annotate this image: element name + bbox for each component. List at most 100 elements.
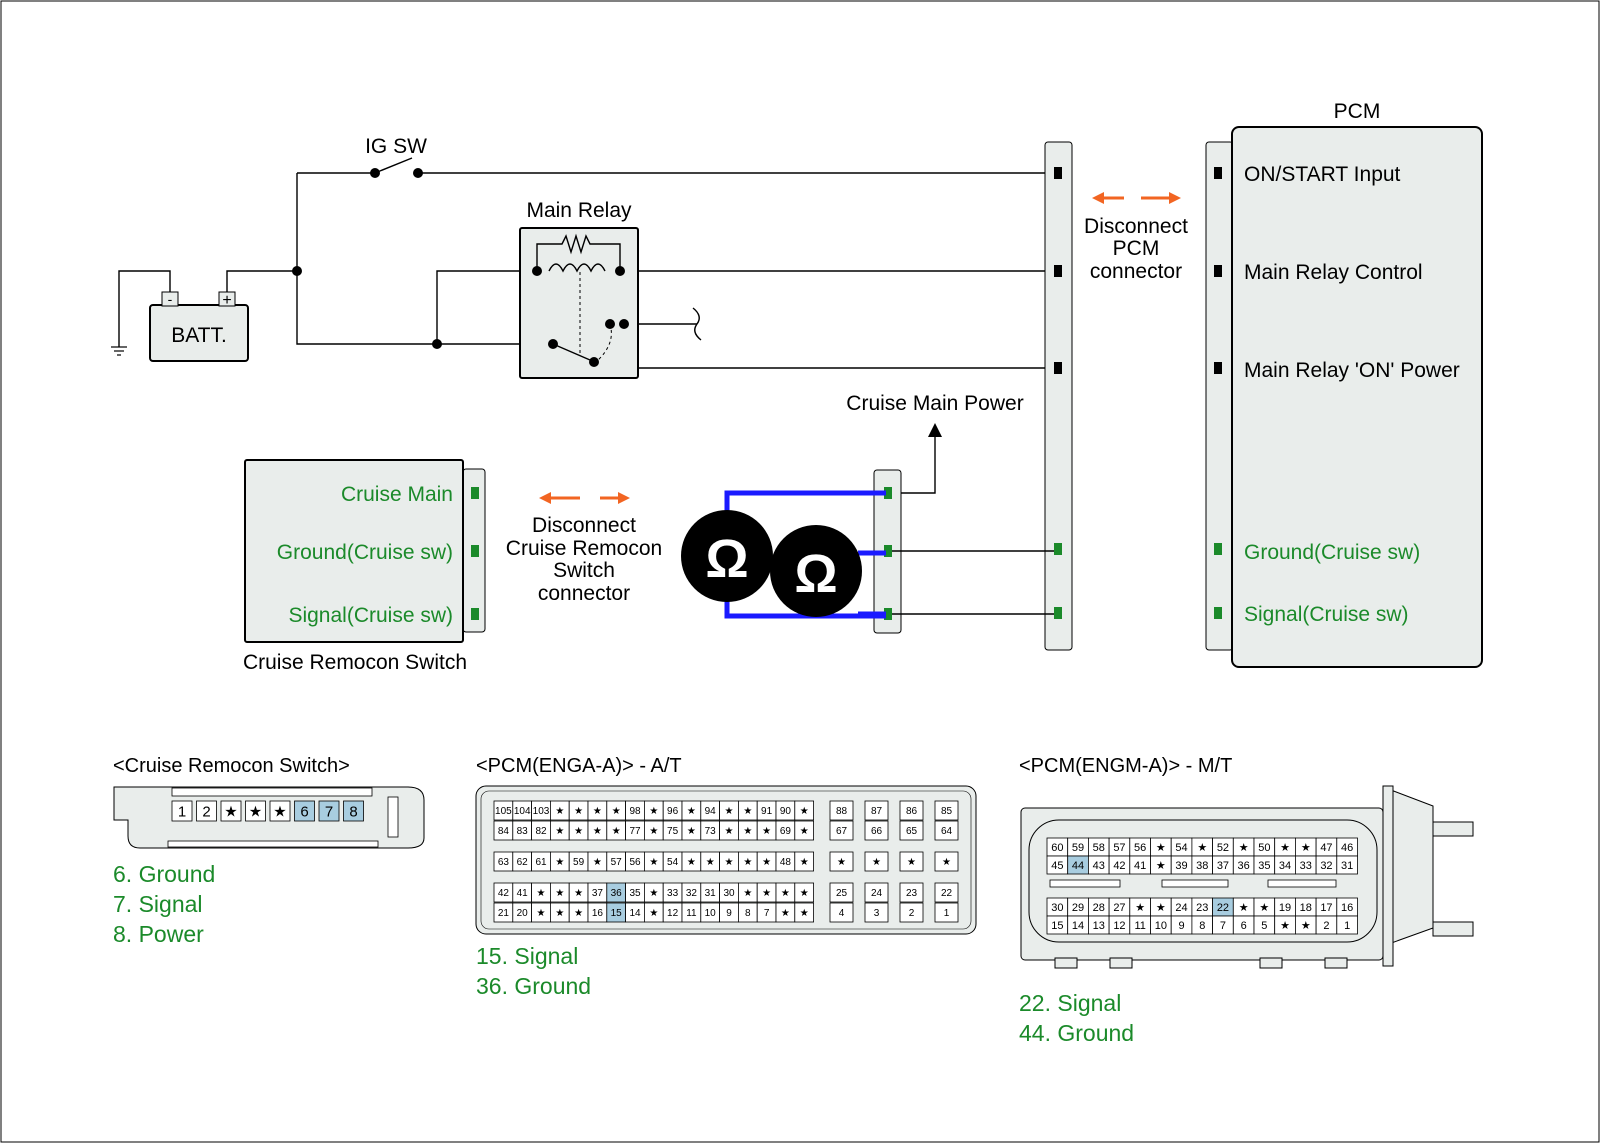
engm-pin: 46 <box>1341 842 1353 854</box>
enga-pin: ★ <box>555 908 564 919</box>
enga-pin: ★ <box>574 806 583 817</box>
enga-pin: ★ <box>555 806 564 817</box>
engm-pin: 11 <box>1134 920 1145 932</box>
engm-pin: 57 <box>1113 842 1125 854</box>
remocon-legend-ground: 6. Ground <box>113 861 215 887</box>
enga-pin: ★ <box>743 888 752 899</box>
engm-pin: 16 <box>1341 902 1353 914</box>
enga-pin: 98 <box>629 806 641 817</box>
engm-pin: 36 <box>1238 860 1250 872</box>
remocon-pin-8: 8 <box>349 803 357 820</box>
engm-legend-ground: 44. Ground <box>1019 1020 1134 1046</box>
engm-pin: 17 <box>1320 902 1332 914</box>
engm-pin: 10 <box>1155 920 1167 932</box>
remocon-legend-power: 8. Power <box>113 921 204 947</box>
pcm-pin-main-relay-control: Main Relay Control <box>1244 261 1423 284</box>
engm-pin: 60 <box>1051 842 1063 854</box>
enga-pin: ★ <box>687 857 696 868</box>
enga-pin: ★ <box>872 857 881 868</box>
remocon-legend-signal: 7. Signal <box>113 891 203 917</box>
cruise-remocon-switch: Cruise Main Ground(Cruise sw) Signal(Cru… <box>243 459 486 674</box>
engm-pin: 33 <box>1300 860 1312 872</box>
disconnect-remocon-line-3: Switch <box>553 559 615 582</box>
enga-pin: ★ <box>593 826 602 837</box>
enga-pin: ★ <box>555 888 564 899</box>
enga-pin: ★ <box>649 888 658 899</box>
pcm-pin-on-start: ON/START Input <box>1244 163 1401 186</box>
enga-pin: ★ <box>574 908 583 919</box>
enga-pin: 64 <box>941 826 953 837</box>
enga-pin: 8 <box>745 908 751 919</box>
engm-pin: 44 <box>1072 860 1084 872</box>
enga-pin: 33 <box>667 888 679 899</box>
enga-pin: ★ <box>725 806 734 817</box>
enga-pin: ★ <box>781 908 790 919</box>
engm-pin: 24 <box>1175 902 1187 914</box>
engm-pin: 6 <box>1241 920 1247 932</box>
remocon-pin-5: ★ <box>273 803 286 820</box>
enga-pin: 7 <box>764 908 770 919</box>
enga-pin: 67 <box>836 826 848 837</box>
engm-pin: 52 <box>1217 842 1229 854</box>
enga-pin: 3 <box>874 908 880 919</box>
enga-pin: 9 <box>726 908 732 919</box>
enga-pin: 42 <box>498 888 510 899</box>
enga-pin: 10 <box>705 908 717 919</box>
enga-pin: 14 <box>629 908 641 919</box>
enga-pin: 91 <box>761 806 773 817</box>
engm-pin: 56 <box>1134 842 1146 854</box>
enga-pin: 82 <box>535 826 547 837</box>
enga-pin: ★ <box>743 857 752 868</box>
main-relay: Main Relay <box>519 199 639 379</box>
pcm-terminals <box>1214 167 1222 619</box>
cruise-main-power-wire <box>892 423 942 494</box>
enga-pin: 48 <box>780 857 792 868</box>
enga-pin: ★ <box>725 857 734 868</box>
pcm-title: PCM <box>1334 100 1381 123</box>
enga-pin: 25 <box>836 888 848 899</box>
engm-pin: ★ <box>1197 842 1207 854</box>
enga-pin: ★ <box>612 826 621 837</box>
cruise-main-power-label: Cruise Main Power <box>846 392 1023 415</box>
engm-pin: ★ <box>1301 920 1311 932</box>
enga-pin: 36 <box>611 888 623 899</box>
engm-pin: 22 <box>1217 902 1229 914</box>
pcm-connector <box>1205 141 1234 651</box>
enga-pin: 35 <box>629 888 641 899</box>
enga-pin: 84 <box>498 826 510 837</box>
engm-pin: ★ <box>1239 902 1249 914</box>
pcm-module: PCM ON/START Input Main Relay Control Ma… <box>1231 100 1483 668</box>
disconnect-pcm-line-1: Disconnect <box>1084 215 1188 238</box>
enga-pin: ★ <box>593 857 602 868</box>
enga-pin: ★ <box>800 857 809 868</box>
enga-pin: 104 <box>514 806 531 817</box>
engm-pin: 29 <box>1072 902 1084 914</box>
pcm-pin-main-relay-on-power: Main Relay 'ON' Power <box>1244 359 1460 382</box>
remocon-pin-6: 6 <box>300 803 308 820</box>
engm-pin: 9 <box>1178 920 1184 932</box>
engm-pin: 32 <box>1320 860 1332 872</box>
main-relay-label: Main Relay <box>526 199 632 222</box>
enga-pin: 11 <box>686 908 697 919</box>
engm-pin: 27 <box>1113 902 1125 914</box>
ohm-symbol-1: Ω <box>705 529 748 589</box>
enga-pin: ★ <box>762 857 771 868</box>
remocon-pin-7: 7 <box>325 803 333 820</box>
pcm-pin-signal: Signal(Cruise sw) <box>1244 603 1409 626</box>
enga-legend-ground: 36. Ground <box>476 973 591 999</box>
engm-pin: 59 <box>1072 842 1084 854</box>
ohmmeter-2 <box>770 525 862 617</box>
remocon-pin-2: 2 <box>202 803 210 820</box>
disconnect-remocon-line-2: Cruise Remocon <box>506 537 662 560</box>
enga-pin: ★ <box>555 857 564 868</box>
enga-pin: ★ <box>762 826 771 837</box>
engm-pin: 8 <box>1199 920 1205 932</box>
engm-pin: 13 <box>1093 920 1105 932</box>
engm-pin: 5 <box>1261 920 1267 932</box>
enga-pin: ★ <box>649 826 658 837</box>
enga-pin: 24 <box>871 888 883 899</box>
